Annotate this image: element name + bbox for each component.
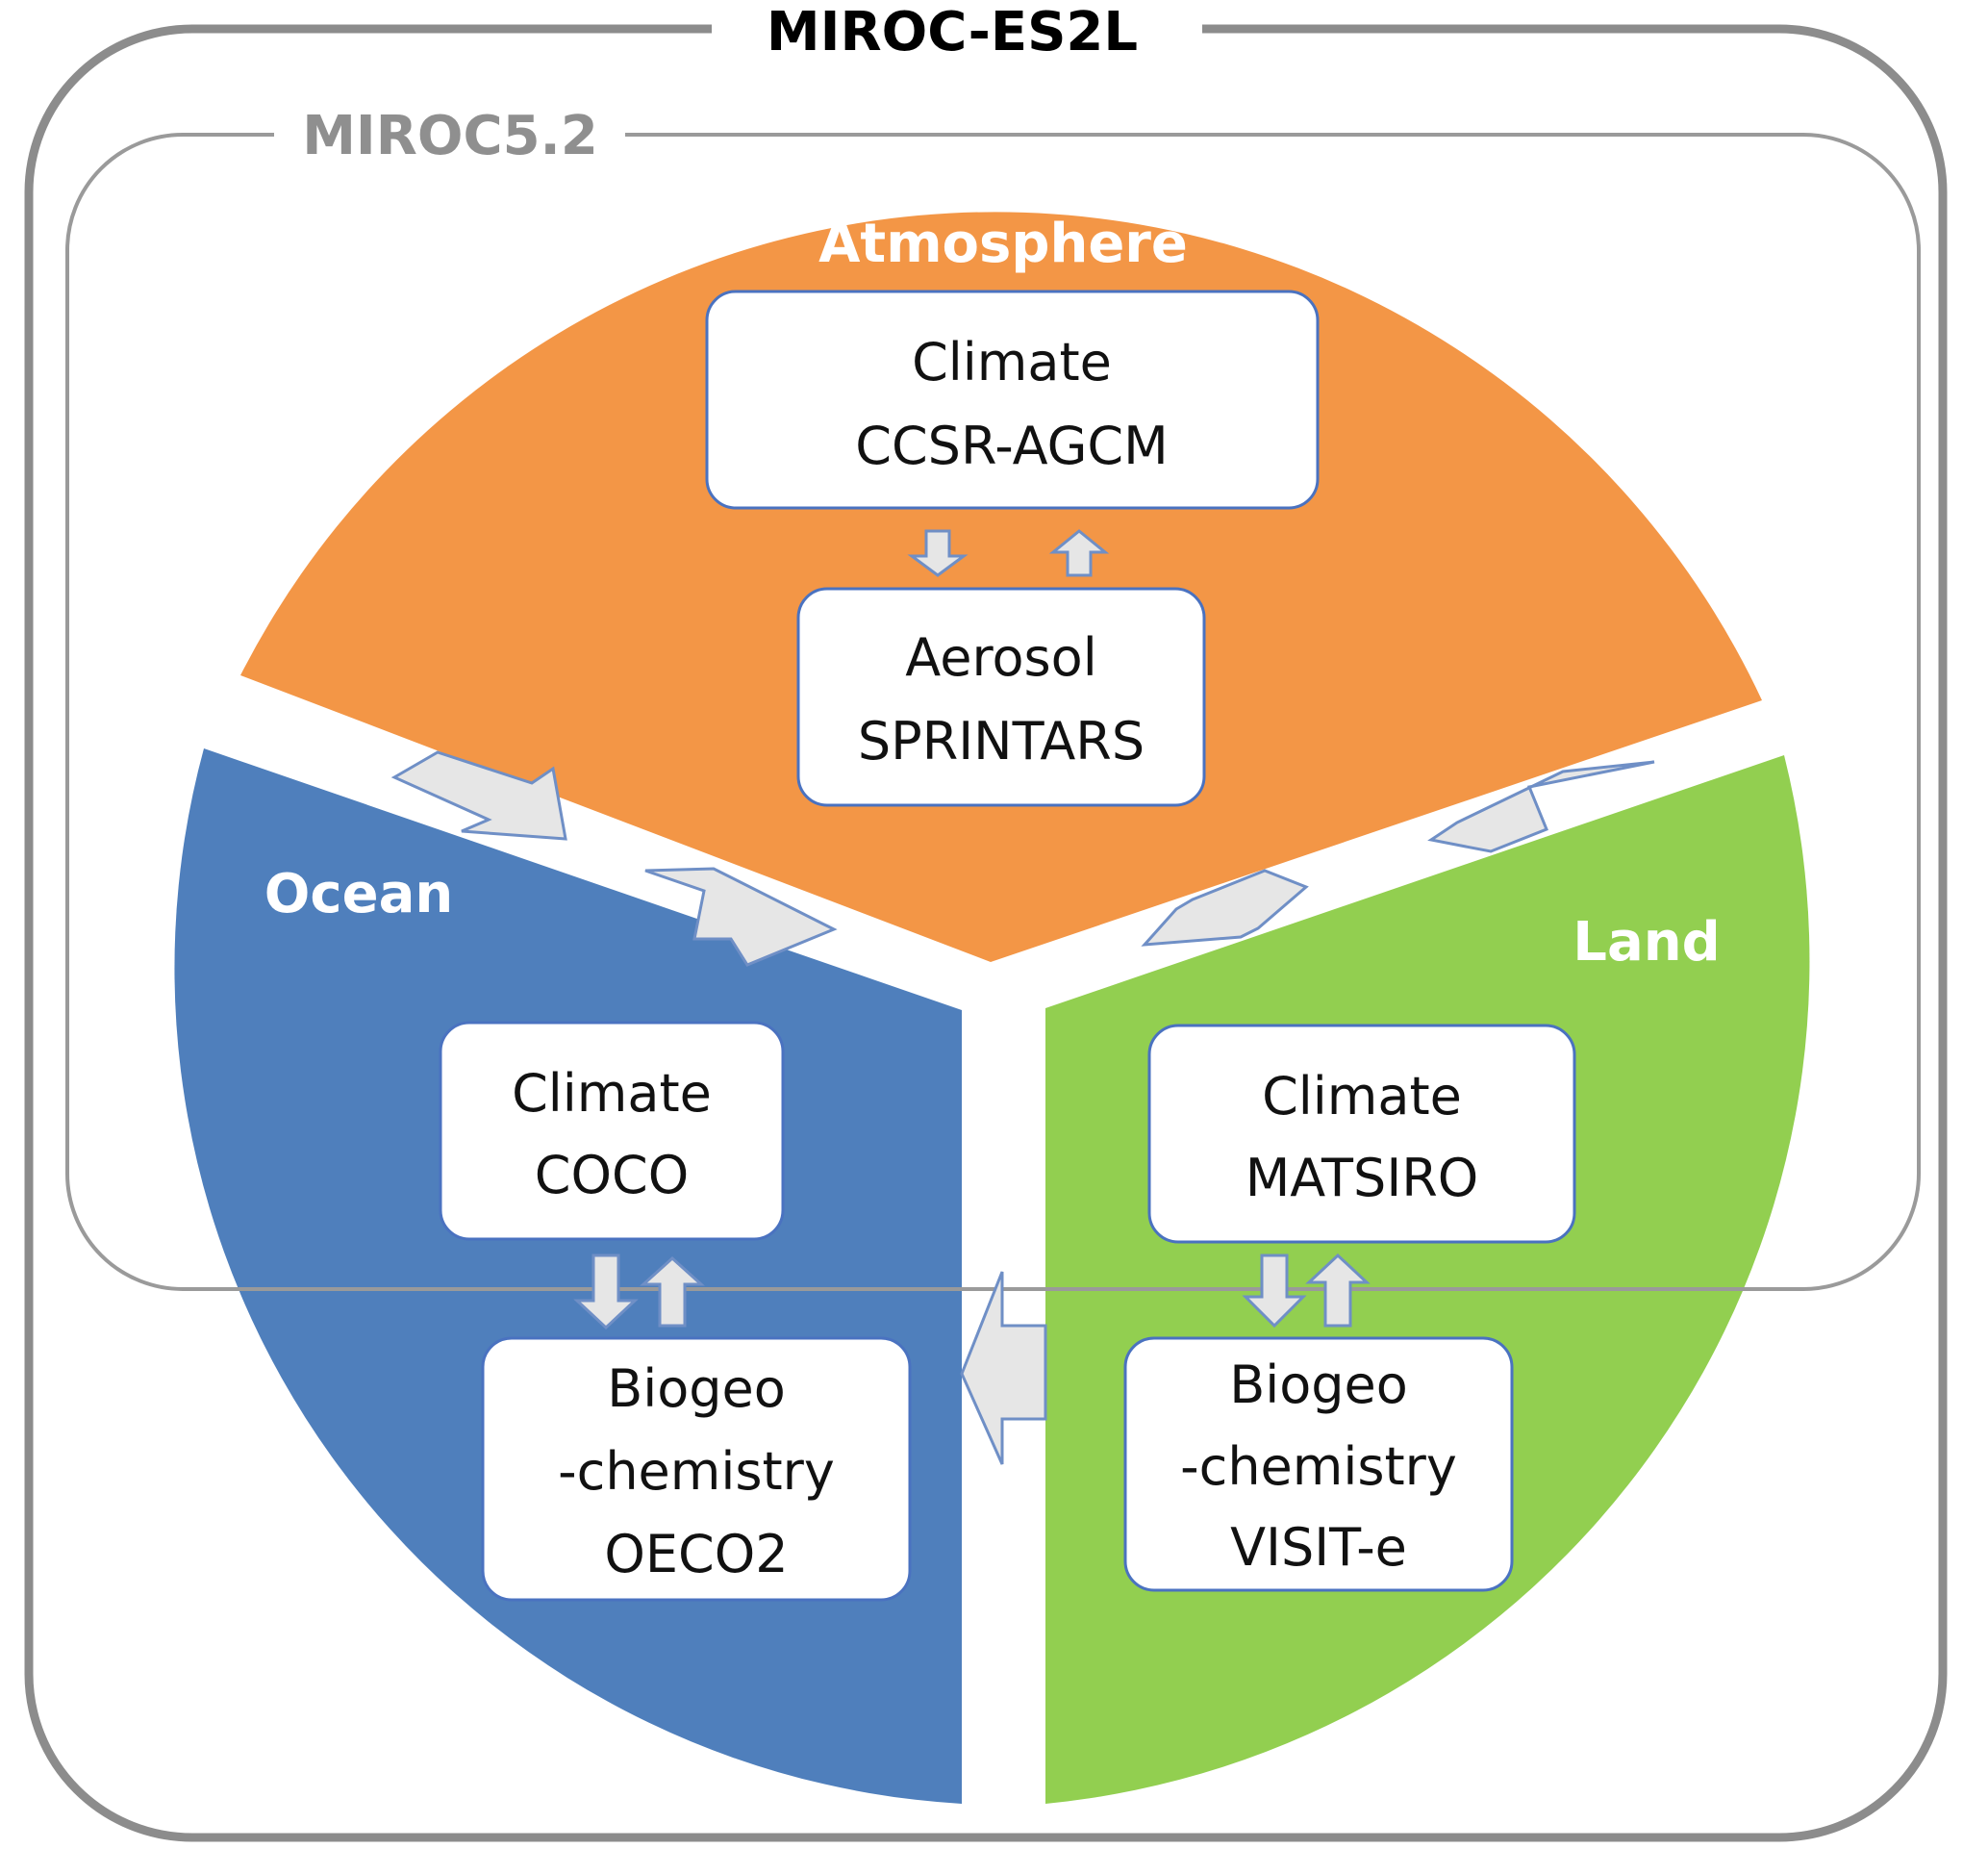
outer-title-backdrop [712,0,1202,67]
land-biogeo-line2: -chemistry [1180,1436,1457,1497]
land-climate-box: Climate MATSIRO [1147,1024,1576,1244]
ocean-to-atmosphere-arrow-icon [644,867,838,967]
atmosphere-climate-line2: CCSR-AGCM [855,416,1168,476]
atmosphere-aerosol-line1: Aerosol [905,627,1096,688]
land-climate-to-biogeo-arrow-icon [1242,1254,1307,1329]
ocean-climate-box: Climate COCO [439,1021,785,1241]
land-biogeo-line3: VISIT-e [1230,1517,1407,1578]
atmosphere-aerosol-line2: SPRINTARS [858,711,1145,772]
ocean-climate-line1: Climate [512,1063,712,1124]
ocean-biogeo-line1: Biogeo [607,1358,786,1419]
inner-model-title: MIROC5.2 [302,105,598,167]
inner-model-frame [65,133,1921,1291]
atmosphere-climate-line1: Climate [912,332,1112,393]
atmosphere-to-ocean-arrow-icon [390,750,567,841]
climate-to-aerosol-arrow-icon [907,529,969,577]
ocean-label: Ocean [264,863,453,925]
ocean-climate-line2: COCO [535,1145,689,1205]
atmosphere-climate-box: Climate CCSR-AGCM [705,290,1320,510]
aerosol-to-climate-arrow-icon [1048,529,1110,577]
outer-model-title: MIROC-ES2L [767,1,1138,63]
ocean-biogeo-to-climate-arrow-icon [640,1255,705,1328]
inner-title-backdrop [274,108,625,165]
atmosphere-label: Atmosphere [818,213,1188,275]
land-biogeo-to-climate-arrow-icon [1305,1253,1371,1328]
land-climate-line2: MATSIRO [1246,1148,1479,1208]
ocean-biogeo-line2: -chemistry [558,1441,835,1502]
ocean-biogeo-line3: OECO2 [604,1524,788,1584]
land-biogeo-line1: Biogeo [1229,1355,1408,1415]
land-label: Land [1573,911,1720,974]
land-climate-line1: Climate [1262,1066,1462,1127]
land-biogeo-box: Biogeo -chemistry VISIT-e [1123,1336,1514,1592]
atmosphere-to-land-arrow-icon [1141,869,1309,947]
atmosphere-aerosol-box: Aerosol SPRINTARS [796,587,1206,807]
ocean-climate-to-biogeo-arrow-icon [573,1254,639,1330]
atmosphere-sector [240,212,1762,963]
land-to-atmosphere-arrow-icon [1427,760,1655,853]
land-to-ocean-arrow-icon [960,1271,1047,1465]
ocean-biogeo-box: Biogeo -chemistry OECO2 [481,1336,912,1602]
